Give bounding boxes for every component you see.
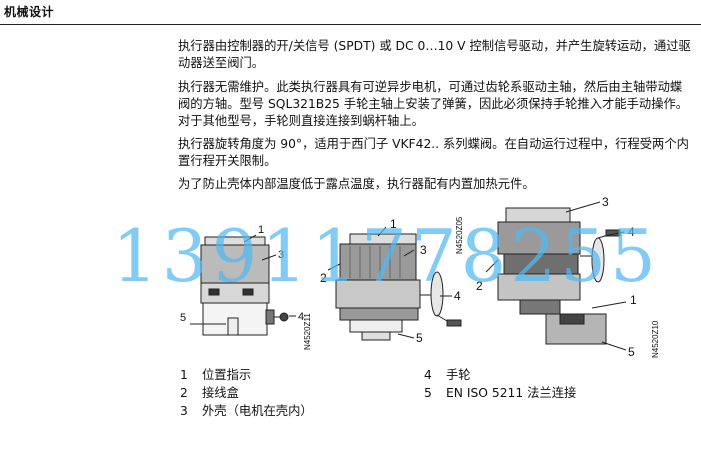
right-callout-2: 2 [476,279,483,293]
middle-callout-5: 5 [416,331,423,345]
left-callout-3: 3 [278,249,284,261]
left-actuator-drawing [190,234,296,336]
paragraph-rotation: 执行器旋转角度为 90°，适用于西门子 VKF42.. 系列蝶阀。在自动运行过程… [178,137,689,168]
paragraph-maintenance: 执行器无需维护。此类执行器具有可逆异步电机，可通过齿轮系驱动主轴，然后由主轴带动… [178,80,689,128]
section-title: 机械设计 [4,5,55,19]
left-callout-1: 1 [258,224,264,236]
figure-code-middle: N4520Z05 [455,216,464,254]
right-callout-5: 5 [628,345,635,359]
right-callout-1: 1 [630,293,637,307]
right-callout-4: 4 [628,225,635,239]
left-callout-4: 4 [298,311,304,323]
paragraph-heating: 为了防止壳体内部温度低于露点温度，执行器配有内置加热元件。 [178,177,535,191]
middle-callout-4: 4 [454,289,461,303]
middle-callout-2: 2 [320,271,327,285]
middle-callout-3: 3 [420,243,427,257]
header-divider [0,24,701,25]
figure-code-right: N4520Z10 [651,320,660,358]
middle-callout-1: 1 [390,217,397,231]
right-actuator-drawing [485,201,627,351]
middle-actuator-drawing [327,226,462,341]
actuator-figure: 1 3 4 5 1 3 2 4 5 3 4 2 1 5 N4520Z11 N45… [180,195,660,359]
paragraph-signal: 执行器由控制器的开/关信号 (SPDT) 或 DC 0…10 V 控制信号驱动，… [178,39,691,70]
right-callout-3: 3 [602,195,609,209]
left-callout-5: 5 [180,312,186,324]
figure-code-left: N4520Z11 [303,313,312,350]
